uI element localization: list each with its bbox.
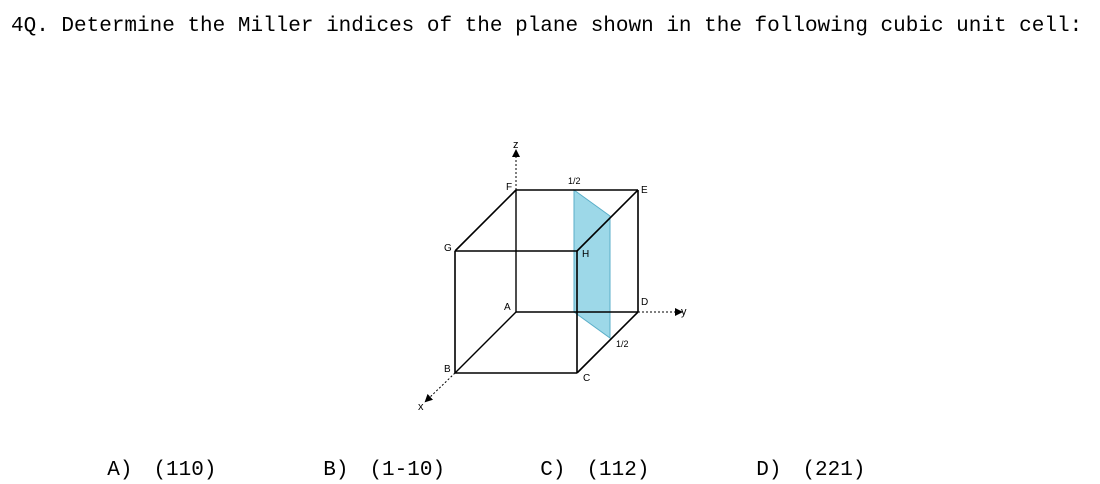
question-body: Determine the Miller indices of the plan… bbox=[61, 15, 1083, 38]
vertex-label-g: G bbox=[444, 243, 452, 254]
vertex-label-e: E bbox=[641, 185, 648, 196]
edge-eh bbox=[576, 189, 639, 252]
choice-value: (110) bbox=[153, 459, 217, 482]
answer-choice-b[interactable]: B) (1-10) bbox=[298, 432, 445, 484]
edge-fg bbox=[454, 189, 517, 252]
edge-ab bbox=[454, 311, 517, 374]
answer-choice-c[interactable]: C) (112) bbox=[515, 432, 649, 484]
answer-choice-a[interactable]: A) (110) bbox=[82, 432, 216, 484]
x-axis-label: x bbox=[418, 401, 424, 413]
choice-letter: B) bbox=[323, 459, 349, 482]
x-axis bbox=[424, 372, 456, 403]
choice-letter: C) bbox=[540, 459, 566, 482]
shaded-plane bbox=[573, 189, 611, 339]
vertex-label-d: D bbox=[641, 297, 648, 308]
vertex-label-f: F bbox=[506, 182, 512, 193]
intercept-label-bottom: 1/2 bbox=[616, 339, 629, 349]
choice-value: (112) bbox=[586, 459, 650, 482]
choice-letter: D) bbox=[756, 459, 782, 482]
answer-choice-d[interactable]: D) (221) bbox=[731, 432, 865, 484]
edge-cd bbox=[576, 311, 639, 374]
unit-cell-figure: z y x F E G H A D B C 1/2 1/2 bbox=[395, 133, 705, 418]
intercept-label-top: 1/2 bbox=[568, 176, 581, 186]
vertex-label-c: C bbox=[583, 373, 590, 384]
vertex-label-b: B bbox=[444, 364, 451, 375]
z-axis-label: z bbox=[513, 139, 519, 151]
question-number: 4Q. bbox=[11, 15, 49, 38]
y-axis-label: y bbox=[681, 306, 687, 318]
question-text: 4Q. Determine the Miller indices of the … bbox=[11, 6, 1096, 47]
cubic-unit-cell-diagram: z y x F E G H A D B C 1/2 1/2 bbox=[418, 139, 687, 413]
choice-value: (1-10) bbox=[369, 459, 446, 482]
choice-letter: A) bbox=[107, 459, 133, 482]
vertex-label-a: A bbox=[504, 302, 511, 313]
vertex-label-h: H bbox=[582, 249, 589, 260]
choice-value: (221) bbox=[802, 459, 866, 482]
